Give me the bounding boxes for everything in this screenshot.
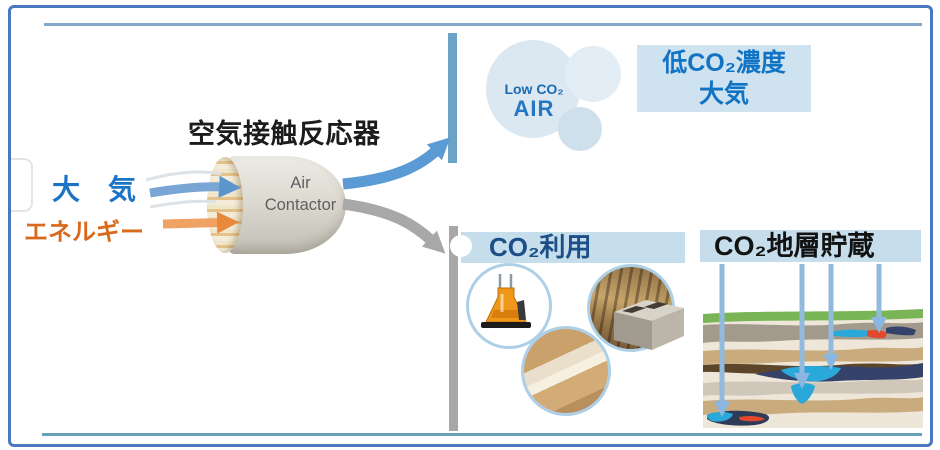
input-energy-label: エネルギー [24, 219, 144, 246]
frame-border [8, 5, 933, 447]
utilization-header-band: CO₂利用 [461, 232, 685, 263]
clean-air-output-arrow-icon [342, 137, 451, 190]
input-air-label: 大 気 [52, 174, 137, 205]
concrete-block-icon [614, 300, 684, 350]
air-stream-swoosh-icon [145, 170, 222, 182]
clean-air-section-bar [448, 33, 457, 163]
geological-storage-illustration [703, 264, 923, 428]
co2-injection-arrows-icon [714, 264, 887, 417]
captured-co2-output-arrow-icon [342, 198, 446, 254]
air-input-arrow-icon [149, 175, 241, 198]
utilization-heading: CO₂利用 [489, 232, 592, 262]
storage-header-band: CO₂地層貯蔵 [700, 230, 921, 262]
bottom-divider-line [42, 433, 922, 436]
storage-heading: CO₂地層貯蔵 [714, 231, 875, 261]
co2-section-bar [449, 226, 458, 431]
band-notch-shape [450, 235, 472, 257]
wood-boards-icon [521, 326, 611, 416]
energy-input-arrow-icon [162, 211, 239, 234]
air-contactor-cylinder [224, 156, 346, 254]
low-co2-atmosphere-callout: 低CO₂濃度 大気 [637, 45, 811, 112]
air-stream-swoosh-icon [149, 199, 217, 209]
air-bubble-icon [565, 46, 621, 102]
reactor-title: 空気接触反応器 [188, 119, 381, 149]
top-divider-line [44, 23, 922, 26]
low-co2-air-label: Low CO₂ AIR [504, 81, 564, 121]
left-edge-callout-shape [11, 158, 33, 212]
air-bubble-icon [558, 107, 602, 151]
air-contactor-label: Air Contactor [264, 174, 337, 215]
